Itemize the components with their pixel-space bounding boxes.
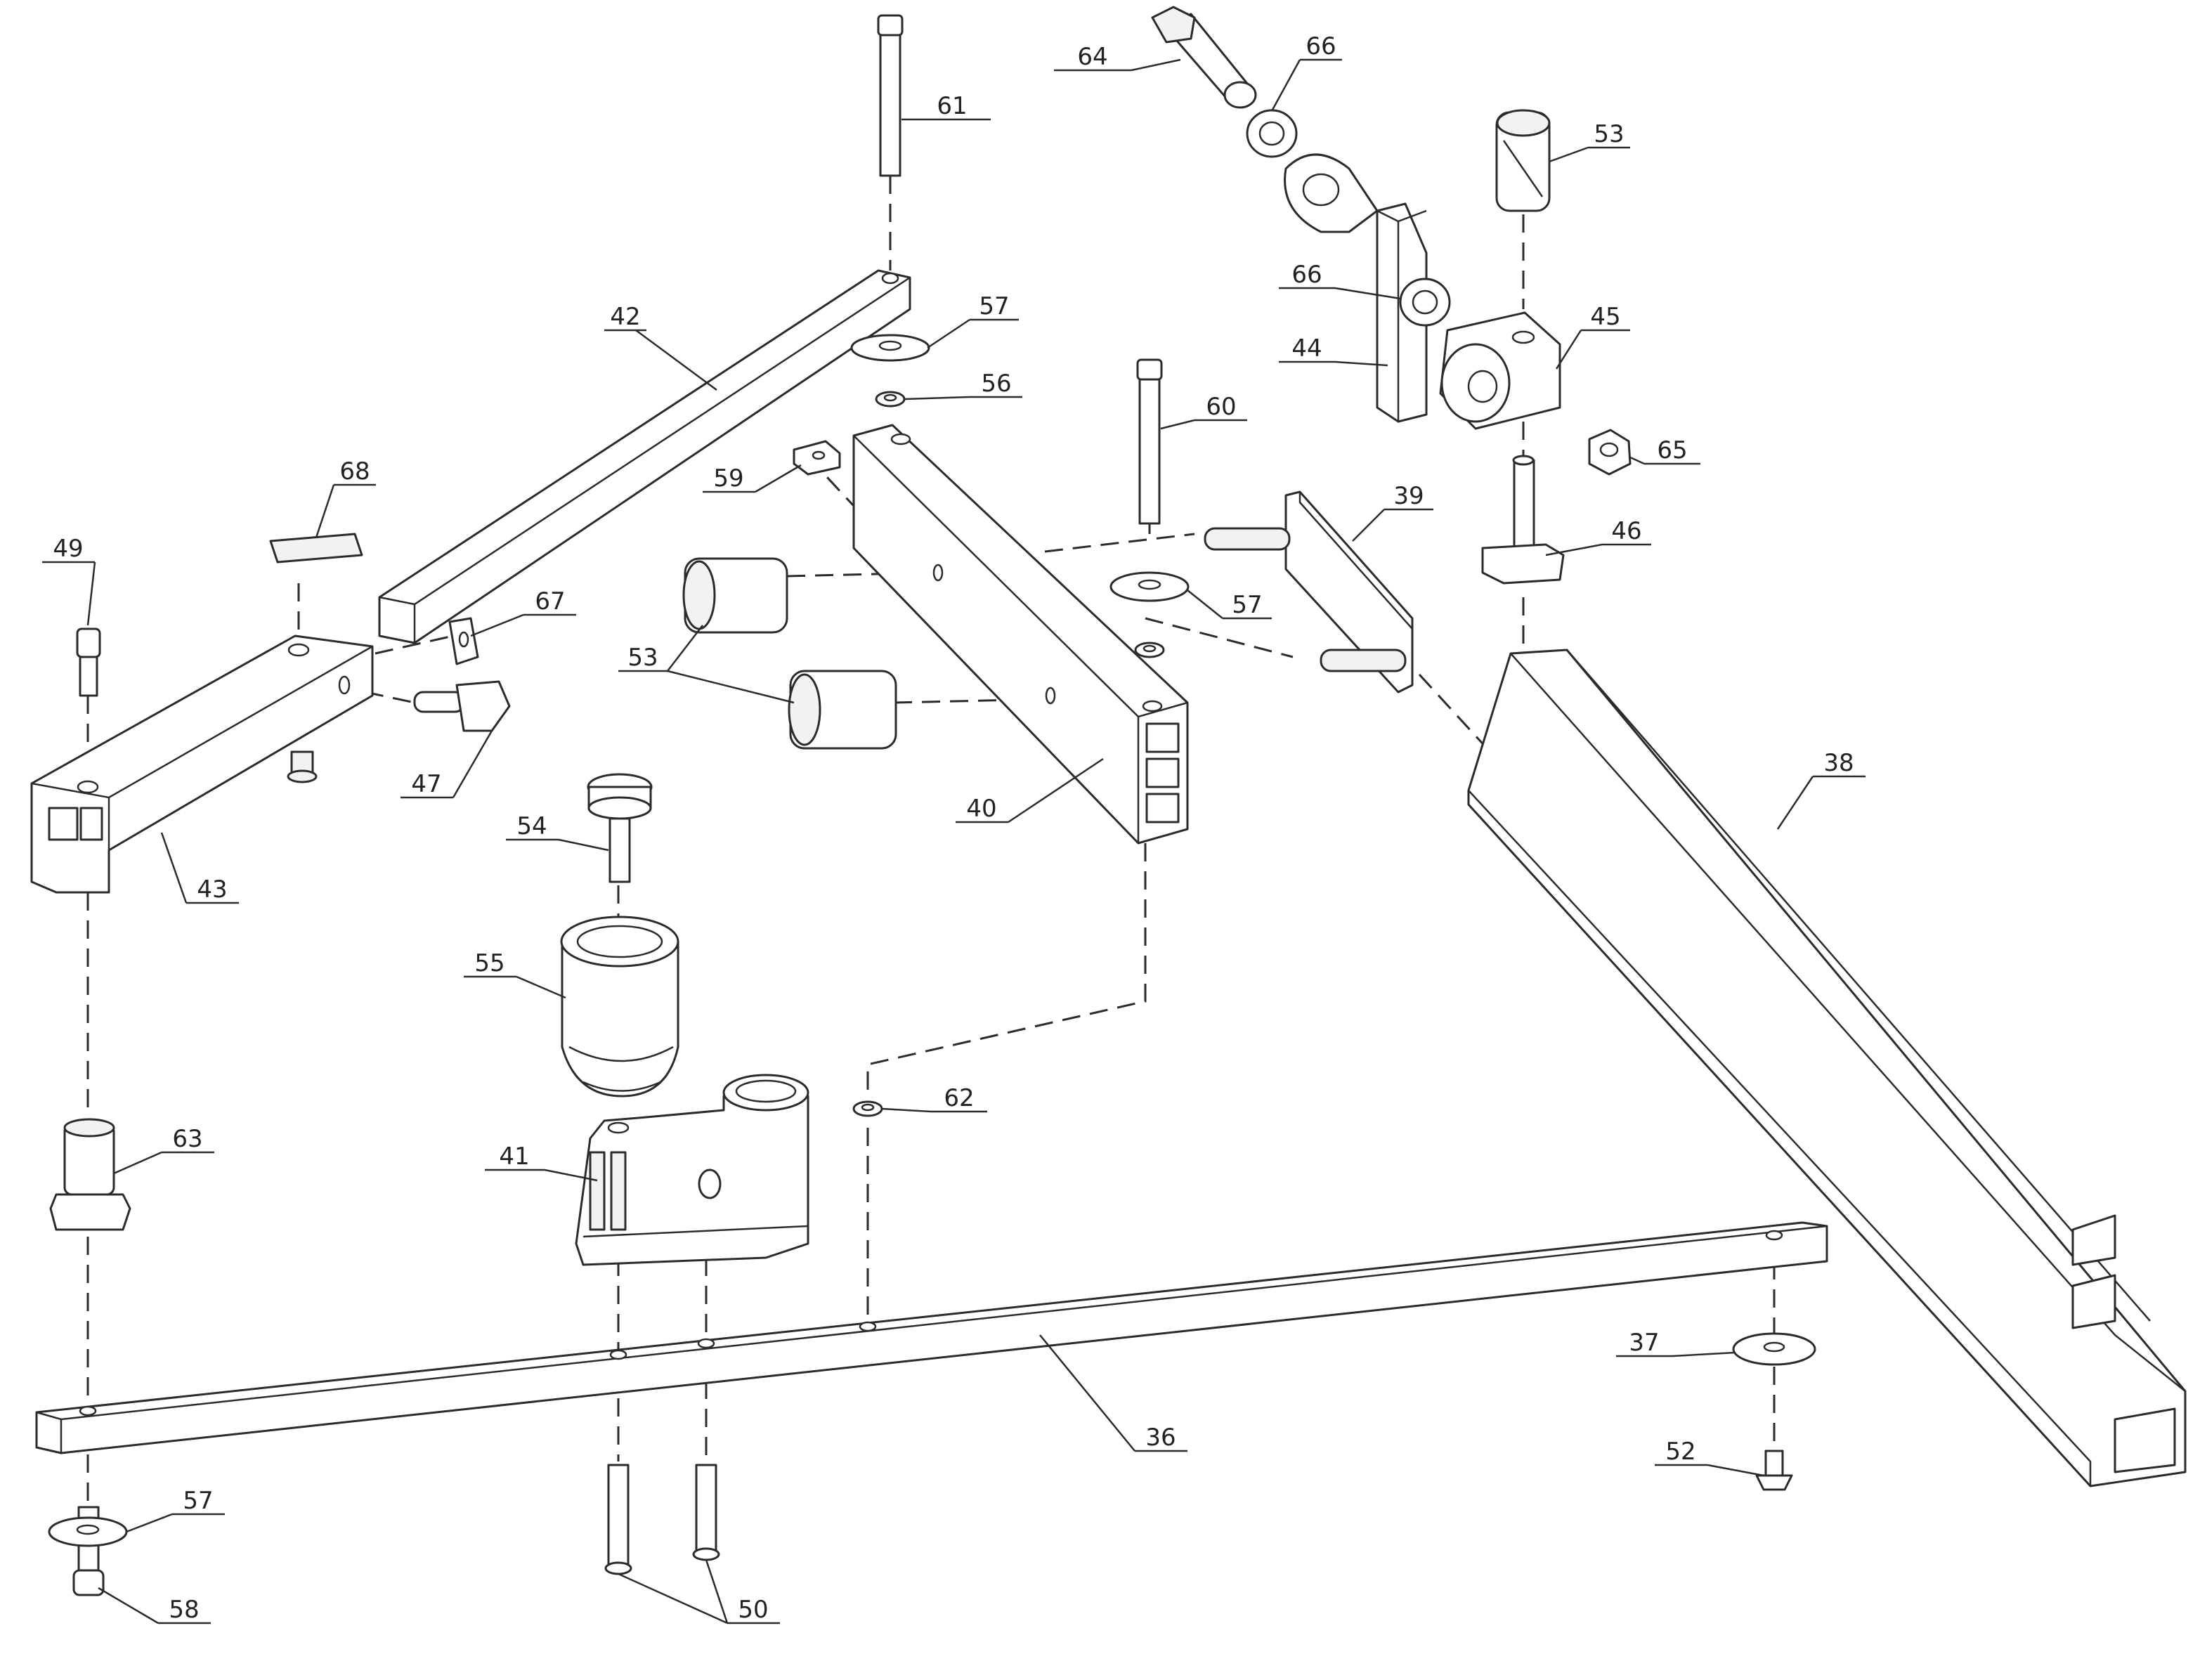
callout-52: 52 [1665, 1438, 1695, 1466]
part-46-tbolt [1481, 455, 1565, 585]
callout-leaders [42, 58, 1866, 1624]
part-63-bushing [49, 1118, 131, 1231]
part-47-pin [413, 680, 511, 732]
callout-66-mid: 66 [1291, 261, 1322, 289]
small-parts [269, 440, 841, 665]
callout-37: 37 [1629, 1329, 1659, 1357]
callout-40: 40 [966, 795, 996, 823]
callout-49: 49 [53, 535, 83, 563]
part-38-rail [1467, 649, 2187, 1487]
part-57-washers [48, 334, 1190, 1547]
part-68 [269, 533, 363, 564]
callout-54: 54 [516, 812, 547, 840]
callout-53-top: 53 [1594, 120, 1624, 148]
part-37-washer [1732, 1332, 1816, 1366]
callout-36: 36 [1145, 1424, 1176, 1452]
callout-63: 63 [172, 1125, 202, 1153]
part-36-base-bar [35, 1221, 1828, 1454]
part-52-screw [1755, 1450, 1793, 1491]
callout-55: 55 [474, 949, 504, 977]
callout-57-top: 57 [979, 292, 1009, 320]
part-42-upper-bar [378, 269, 911, 644]
callout-47: 47 [411, 770, 441, 798]
part-60-pin [1136, 358, 1163, 525]
callout-57-bottom: 57 [183, 1487, 213, 1515]
callout-60: 60 [1206, 393, 1236, 421]
callout-42: 42 [610, 303, 640, 331]
part-39-plate [1204, 490, 1414, 694]
part-43-square-tube [30, 634, 374, 894]
part-49-bolt [76, 627, 101, 697]
part-54-screw [587, 773, 653, 883]
callout-65: 65 [1657, 436, 1687, 464]
callout-64: 64 [1077, 43, 1107, 71]
callout-62: 62 [944, 1084, 974, 1112]
callout-labels: 61 64 66 53 42 57 56 66 44 45 60 65 59 3… [53, 32, 1854, 1624]
part-64-shaft [1151, 6, 1257, 109]
part-56-62-washers [852, 391, 1165, 1117]
callout-44: 44 [1291, 334, 1322, 363]
callout-66-top: 66 [1306, 32, 1336, 60]
part-65-nut [1588, 429, 1632, 476]
callout-50: 50 [738, 1596, 768, 1624]
part-44-bracket [1284, 153, 1428, 423]
part-55-cylinder [560, 916, 679, 1098]
callout-45: 45 [1590, 303, 1620, 331]
part-45-block [1439, 311, 1561, 430]
part-66-rings [1246, 109, 1451, 327]
callout-61: 61 [937, 92, 967, 120]
part-41-housing [575, 1074, 809, 1266]
callout-46: 46 [1611, 517, 1641, 545]
callout-39: 39 [1393, 482, 1424, 510]
part-53-top-plug [1495, 109, 1551, 212]
part-40-extrusion [852, 424, 1189, 845]
part-53-side-plugs [682, 557, 897, 750]
callout-57-mid: 57 [1232, 591, 1262, 619]
part-61-pin [877, 14, 904, 177]
callout-43: 43 [197, 875, 227, 904]
callout-56: 56 [981, 370, 1011, 398]
callout-41: 41 [499, 1142, 529, 1171]
callout-53-mid: 53 [627, 644, 658, 672]
callout-67: 67 [535, 587, 565, 616]
callout-59: 59 [713, 464, 743, 493]
callout-38: 38 [1823, 749, 1854, 777]
callout-68: 68 [339, 457, 370, 486]
part-50-pins [604, 1464, 720, 1575]
callout-58: 58 [169, 1596, 199, 1624]
